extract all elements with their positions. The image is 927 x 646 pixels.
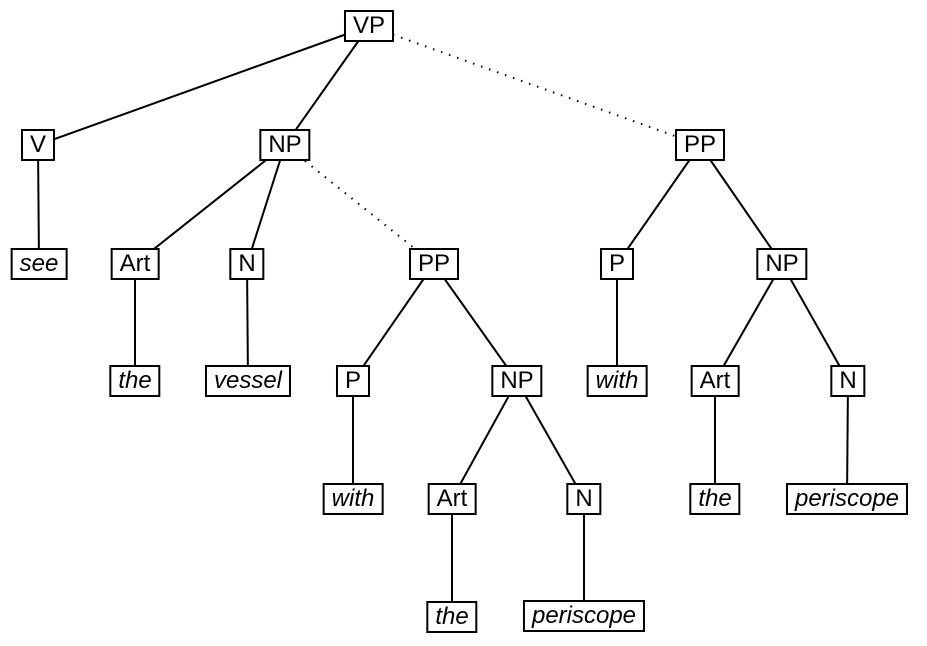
tree-node-v: V [20,129,56,161]
tree-edge-np1-n1 [246,144,286,265]
tree-node-art3: Art [427,483,477,515]
tree-node-the2: the [689,483,741,515]
tree-edge-pp1-p1 [352,263,435,382]
tree-node-the1: the [109,365,161,397]
tree-node-np1: NP [259,129,311,161]
tree-edge-np1-pp1-dotted [284,144,435,265]
tree-node-art2: Art [690,365,740,397]
tree-node-n2: N [830,365,866,397]
tree-node-the3: the [426,601,478,633]
tree-node-see: see [10,248,68,280]
tree-node-art1: Art [110,248,160,280]
tree-edge-vp-np1 [284,25,370,146]
tree-edge-n1-vessel [246,263,249,382]
tree-node-pp2: PP [674,129,726,161]
tree-node-p2: P [599,248,635,280]
tree-node-with2: with [586,365,648,397]
tree-edge-v-see [37,144,40,265]
tree-node-vessel: vessel [204,365,292,397]
tree-node-with1: with [322,483,384,515]
tree-edge-np1-art1 [134,144,286,265]
tree-edge-np3-art2 [714,263,783,382]
tree-edge-n2-periscope2 [846,380,849,500]
tree-node-n1: N [229,248,265,280]
tree-node-np2: NP [491,365,543,397]
tree-edge-np3-n2 [781,263,849,382]
tree-node-p1: P [335,365,371,397]
tree-node-periscope2: periscope [785,483,909,515]
tree-edge-pp2-p2 [616,144,701,265]
tree-edge-pp1-np2 [433,263,518,382]
tree-edge-vp-pp2-dotted [368,25,701,146]
tree-node-pp1: PP [408,248,460,280]
tree-node-np3: NP [756,248,808,280]
tree-edge-vp-v [37,25,370,146]
tree-edge-np2-n3 [516,380,585,500]
tree-edge-np2-art3 [451,380,518,500]
tree-node-n3: N [566,483,602,515]
tree-node-periscope1: periscope [522,600,646,632]
tree-edge-pp2-np3 [699,144,783,265]
tree-node-vp: VP [343,10,395,42]
